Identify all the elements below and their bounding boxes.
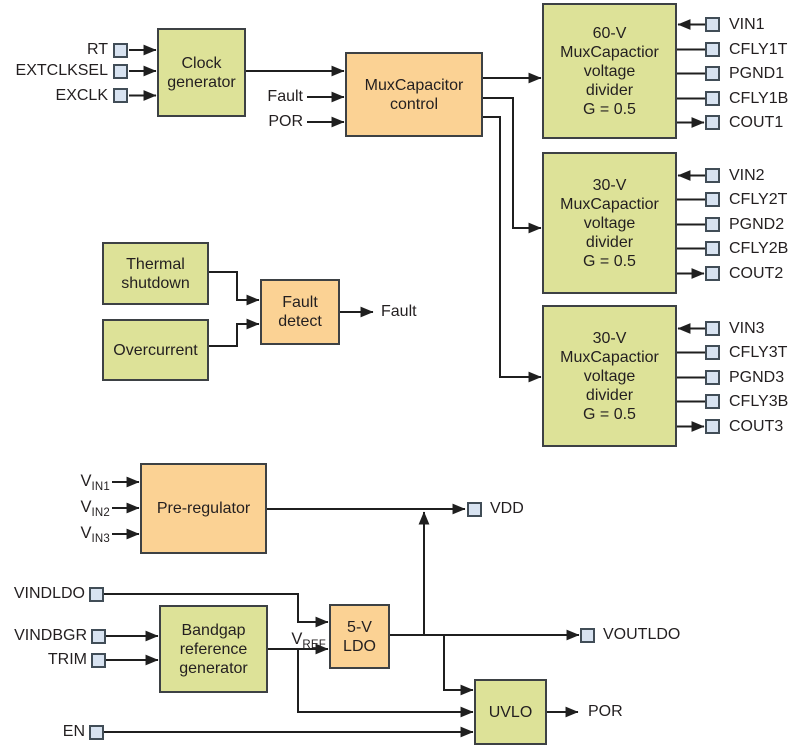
vindbgr-pin-label: VINDBGR (14, 627, 87, 644)
voutldo-pin-label: VOUTLDO (603, 626, 681, 643)
vin2-pin-label: VIN2 (729, 166, 765, 184)
divider2-label: 30-V MuxCapactior voltage divider G = 0.… (560, 176, 659, 270)
cfly2b-pin-label: CFLY2B (729, 239, 789, 257)
vdd-pin-square (467, 501, 482, 517)
overcurrent-label: Overcurrent (113, 341, 198, 359)
wire-thermal-to-faultdetect (209, 271, 260, 306)
cfly1t-pin-label: CFLY1T (729, 40, 788, 58)
wire-mux-to-div3 (483, 116, 542, 383)
uvlo-label: UVLO (488, 703, 533, 721)
cout1-pin-square (705, 115, 720, 130)
mux-control-block: MuxCapacitor control (345, 52, 483, 137)
cfly2b-pin-square (705, 241, 720, 256)
en-pin-square (89, 724, 104, 740)
pgnd1-pin-square (705, 66, 720, 81)
trim-pin-square (91, 652, 106, 668)
cfly1b-pin-square (705, 91, 720, 106)
divider1-label: 60-V MuxCapactior voltage divider G = 0.… (560, 24, 659, 118)
pgnd1-pin-label: PGND1 (729, 64, 785, 82)
vref-signal-label: VREF (291, 630, 326, 651)
cfly3b-pin-label: CFLY3B (729, 392, 789, 410)
vin2-pin-square (705, 168, 720, 183)
pgnd3-pin-label: PGND3 (729, 368, 785, 386)
bandgap-label: Bandgap reference generator (179, 621, 248, 677)
cout3-pin-label: COUT3 (729, 417, 784, 435)
vin1-signal-label: VIN1 (80, 472, 110, 493)
vdd-pin-label: VDD (490, 500, 524, 517)
cfly2t-pin-label: CFLY2T (729, 190, 788, 208)
divider2-block: 30-V MuxCapactior voltage divider G = 0.… (542, 152, 677, 294)
mux-control-label: MuxCapacitor control (364, 76, 464, 113)
vindldo-pin-label: VINDLDO (13, 585, 85, 602)
voutldo-pin-square (580, 627, 595, 643)
uvlo-block: UVLO (474, 679, 547, 745)
fault-detect-label: Fault detect (278, 294, 322, 330)
wire-overcurrent-to-faultdetect (209, 318, 260, 347)
cout1-pin-label: COUT1 (729, 113, 784, 131)
pgnd2-pin-square (705, 217, 720, 232)
wire-mux-to-div2 (483, 97, 542, 234)
wire-ldo-to-uvlo (443, 635, 474, 696)
por-output-label: POR (588, 703, 623, 720)
overcurrent-block: Overcurrent (102, 319, 209, 381)
clock-generator-block: Clock generator (157, 28, 246, 117)
por-input-label: POR (268, 113, 303, 130)
cfly1t-pin-square (705, 42, 720, 57)
rt-pin-label: RT (86, 41, 108, 58)
cfly3t-pin-square (705, 345, 720, 360)
cfly3b-pin-square (705, 394, 720, 409)
vin2-signal-label: VIN2 (80, 498, 110, 519)
ldo-block: 5-V LDO (329, 604, 390, 669)
vin3-signal-label: VIN3 (80, 524, 110, 545)
vin1-pin-label: VIN1 (729, 15, 765, 33)
exclk-pin-square (113, 88, 128, 103)
vin3-pin-square (705, 321, 720, 336)
en-pin-label: EN (62, 723, 85, 740)
wire-vindldo-to-ldo (104, 593, 329, 628)
pre-regulator-block: Pre-regulator (140, 463, 267, 554)
pre-regulator-label: Pre-regulator (156, 500, 251, 517)
thermal-shutdown-label: Thermal shutdown (121, 255, 190, 292)
cout2-pin-square (705, 266, 720, 281)
fault-detect-block: Fault detect (260, 279, 340, 345)
bandgap-block: Bandgap reference generator (159, 605, 268, 693)
divider1-block: 60-V MuxCapactior voltage divider G = 0.… (542, 3, 677, 139)
pgnd3-pin-square (705, 370, 720, 385)
cfly2t-pin-square (705, 192, 720, 207)
vin1-pin-square (705, 17, 720, 32)
divider3-label: 30-V MuxCapactior voltage divider G = 0.… (560, 329, 659, 423)
ldo-label: 5-V LDO (343, 618, 376, 655)
exclk-pin-label: EXCLK (55, 87, 108, 104)
cfly1b-pin-label: CFLY1B (729, 89, 789, 107)
cout2-pin-label: COUT2 (729, 264, 784, 282)
rt-pin-square (113, 42, 128, 58)
vin3-pin-label: VIN3 (729, 319, 765, 337)
pgnd2-pin-label: PGND2 (729, 215, 785, 233)
extclksel-pin-label: EXTCLKSEL (15, 62, 108, 79)
thermal-shutdown-block: Thermal shutdown (102, 242, 209, 305)
cfly3t-pin-label: CFLY3T (729, 343, 788, 361)
wire-vref-to-uvlo (297, 649, 474, 718)
trim-pin-label: TRIM (47, 651, 87, 668)
divider3-block: 30-V MuxCapactior voltage divider G = 0.… (542, 305, 677, 447)
fault-output-label: Fault (381, 303, 417, 320)
clock-generator-label: Clock generator (167, 54, 236, 91)
vindbgr-pin-square (91, 628, 106, 644)
extclksel-pin-square (113, 63, 128, 79)
cout3-pin-square (705, 419, 720, 434)
vindldo-pin-square (89, 586, 104, 602)
fault-input-label: Fault (267, 88, 303, 105)
